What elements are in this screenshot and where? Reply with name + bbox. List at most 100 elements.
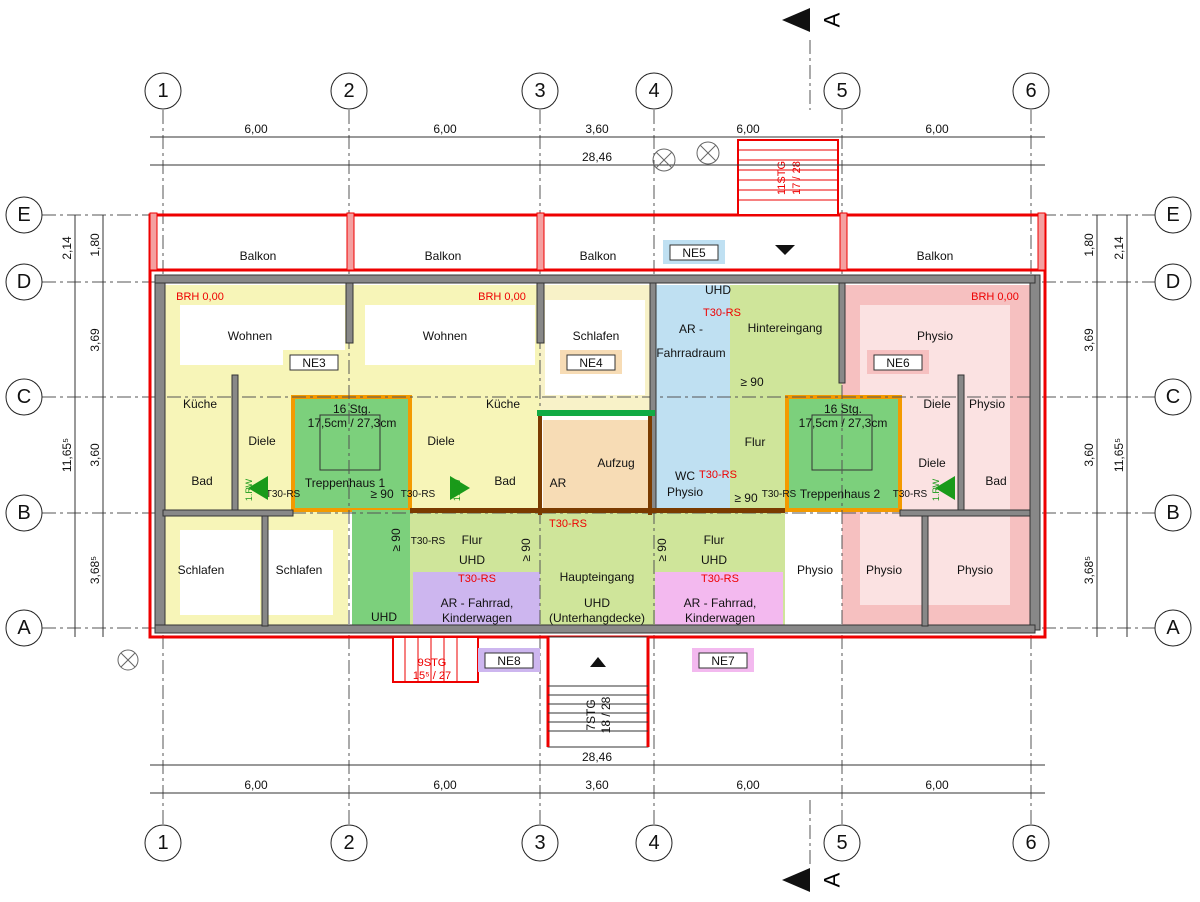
dim-bottom-3: 3,60 — [585, 778, 609, 792]
unit-ne3: NE3 — [302, 356, 326, 370]
label-physio-2: Physio — [969, 397, 1005, 411]
smoke-vent-icon-2 — [450, 476, 470, 500]
zone-stair-2 — [785, 395, 902, 512]
axis-row-right-2-bubble — [1154, 378, 1192, 416]
exterior-stairs: 11STG 17 / 28 9STG 15⁵ / 27 7STG 18 / 28 — [392, 139, 839, 748]
label-physio-1: Physio — [917, 329, 953, 343]
label-uhd-flur-3: UHD — [701, 553, 727, 567]
dim-bottom-total: 28,46 — [582, 750, 612, 764]
dim-bottom-2: 6,00 — [433, 778, 457, 792]
label-kueche-2: Küche — [486, 397, 520, 411]
dim-left-2: 3,69 — [88, 328, 102, 352]
axis-row-left-3-bubble — [5, 494, 43, 532]
label-diele-1: Diele — [248, 434, 276, 448]
clearance-3: ≥ 90 — [370, 487, 394, 501]
brh-3: BRH 0,00 — [971, 291, 1019, 303]
axis-col-bottom-4-bubble — [635, 824, 673, 862]
section-label-bottom: A — [820, 872, 845, 887]
label-wohnen-2: Wohnen — [423, 329, 467, 343]
front-stair-ratio: 18 / 28 — [599, 696, 613, 733]
zone-ne7-ar — [655, 572, 783, 628]
label-bad-1: Bad — [191, 474, 212, 488]
axis-row-right-1-label: D — [1166, 271, 1180, 293]
axis-col-bottom-2-bubble — [330, 824, 368, 862]
clearance-2: ≥ 90 — [734, 491, 758, 505]
label-diele-3: Diele — [923, 397, 951, 411]
t30-ne5: T30-RS — [703, 307, 741, 319]
axis-col-bottom-4-label: 4 — [648, 832, 659, 854]
axis-col-top-1-label: 1 — [157, 80, 168, 102]
label-diele-4: Diele — [918, 456, 946, 470]
axis-row-left-4-label: A — [17, 617, 31, 639]
section-arrow-icon — [782, 8, 810, 32]
label-balkon-1: Balkon — [240, 249, 277, 263]
dim-top-1: 6,00 — [244, 122, 268, 136]
room-schlafen-3 — [545, 300, 645, 395]
zone-ar-aufzug — [543, 420, 650, 510]
rw-label-2: 1.RW — [452, 478, 462, 501]
rear-stair-count: 11STG — [776, 161, 788, 195]
room-schlafen-1 — [180, 530, 260, 615]
axis-col-top-3-bubble — [521, 72, 559, 110]
zone-stair-1 — [291, 395, 412, 512]
label-flur-3: Flur — [704, 533, 725, 547]
dim-left-outer-2: 11,65⁵ — [60, 438, 74, 472]
label-balkon-2: Balkon — [425, 249, 462, 263]
brh-1: BRH 0,00 — [176, 291, 224, 303]
stair1-info-2: 17,5cm / 27,3cm — [308, 416, 397, 430]
axis-col-bottom-6-bubble — [1012, 824, 1050, 862]
t30-4: T30-RS — [762, 489, 797, 500]
label-fahrradraum: Fahrradraum — [656, 346, 725, 360]
dim-right-2: 3,69 — [1082, 328, 1096, 352]
room-labels: Balkon Balkon Balkon Balkon BRH 0,00 BRH… — [176, 249, 1019, 625]
label-flur-1: Flur — [745, 435, 766, 449]
stair1-info-1: 16 Stg. — [333, 402, 371, 416]
rear-entrance-arrow-icon — [775, 245, 795, 255]
unit-ne7: NE7 — [711, 654, 735, 668]
dim-right-outer-2: 11,65⁵ — [1112, 438, 1126, 472]
label-balkon-4: Balkon — [917, 249, 954, 263]
front-stair-count: 7STG — [584, 699, 598, 730]
axis-col-bottom-5-label: 5 — [836, 832, 847, 854]
t30-6: T30-RS — [549, 518, 587, 530]
stair2-info-1: 16 Stg. — [824, 402, 862, 416]
smoke-vent-icon-1 — [248, 476, 268, 500]
zone-ne8-ar — [413, 572, 540, 628]
axis-col-top-2-bubble — [330, 72, 368, 110]
side-stair-count: 9STG — [418, 657, 447, 669]
dim-top-2: 6,00 — [433, 122, 457, 136]
axis-row-right-1-bubble — [1154, 263, 1192, 301]
side-stair-ratio: 15⁵ / 27 — [413, 670, 451, 682]
axis-col-bottom-2-label: 2 — [343, 832, 354, 854]
label-wc: WC — [675, 469, 695, 483]
dim-top-3: 3,60 — [585, 122, 609, 136]
label-bad-3: Bad — [985, 474, 1006, 488]
label-balkon-3: Balkon — [580, 249, 617, 263]
axis-row-right-4-label: A — [1166, 617, 1180, 639]
room-wohnen-2 — [365, 305, 535, 365]
dim-right-3: 3,60 — [1082, 443, 1096, 467]
axis-col-bottom-3-label: 3 — [534, 832, 545, 854]
t30-wc: T30-RS — [699, 469, 737, 481]
section-marker-top: A — [782, 8, 845, 32]
axis-row-right-2-label: C — [1166, 386, 1180, 408]
axis-col-bottom-3-bubble — [521, 824, 559, 862]
label-uhd-corridor: UHD — [371, 610, 397, 624]
clearance-1: ≥ 90 — [740, 375, 764, 389]
dim-top-total: 28,46 — [582, 150, 612, 164]
axis-row-right-4-bubble — [1154, 609, 1192, 647]
dim-left-4: 3,68⁵ — [88, 556, 102, 584]
axis-col-top-4-label: 4 — [648, 80, 659, 102]
label-kinderwagen-1: Kinderwagen — [442, 611, 512, 625]
axis-col-bottom-1-label: 1 — [157, 832, 168, 854]
t30-1: T30-RS — [266, 489, 301, 500]
label-ar: AR — [550, 476, 567, 490]
axis-row-right-0-bubble — [1154, 196, 1192, 234]
axis-col-top-5-bubble — [823, 72, 861, 110]
clearance-v3: ≥ 90 — [655, 538, 669, 562]
axis-col-bottom-5-bubble — [823, 824, 861, 862]
dim-top-5: 6,00 — [925, 122, 949, 136]
label-ar-fahrrad-2: AR - Fahrrad, — [684, 596, 757, 610]
axis-row-left-0-label: E — [17, 204, 30, 226]
